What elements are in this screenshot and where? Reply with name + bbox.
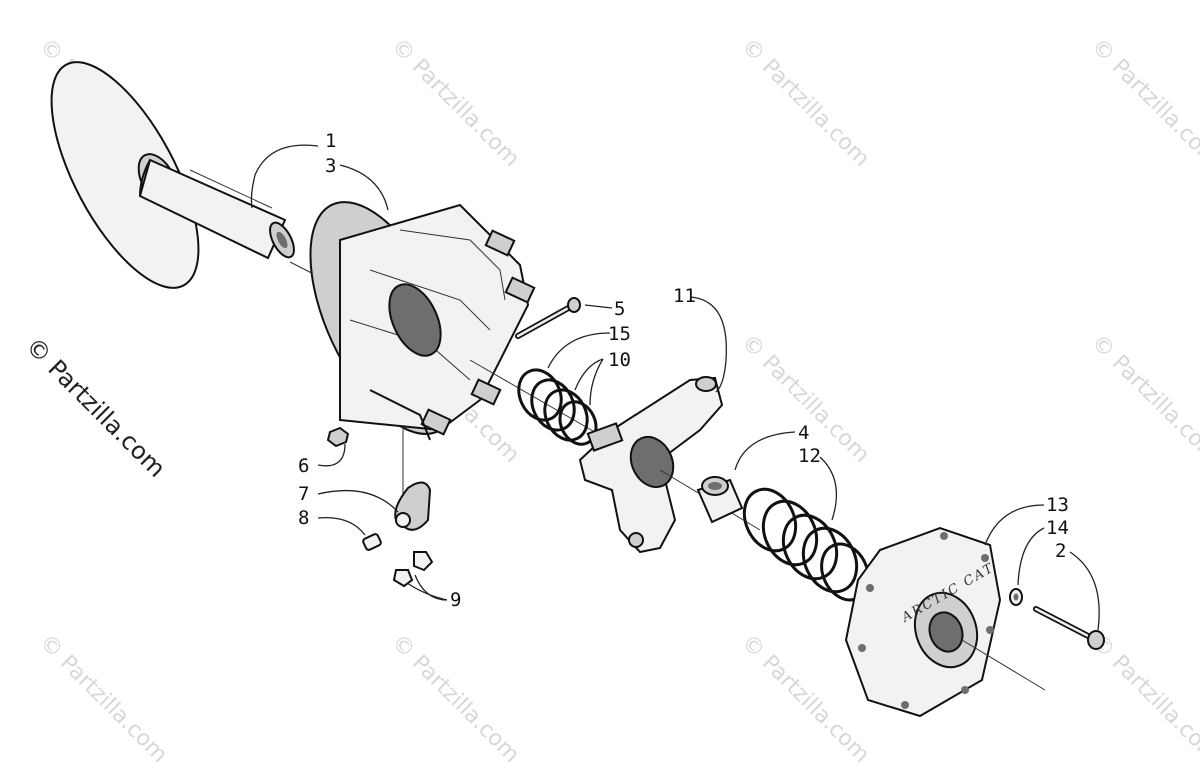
nut	[326, 426, 350, 448]
small-spring	[517, 368, 598, 446]
callout-1: 1	[325, 130, 336, 152]
callout-10: 10	[608, 349, 631, 371]
callout-8: 8	[298, 507, 309, 529]
callout-2: 2	[1055, 540, 1066, 562]
callout-6: 6	[298, 455, 309, 477]
roller-pin	[362, 533, 382, 551]
callout-15: 15	[608, 323, 631, 345]
callout-3: 3	[325, 155, 336, 177]
cap-bolt	[1033, 606, 1105, 650]
callout-7: 7	[298, 483, 309, 505]
fixed-sheave	[50, 61, 295, 289]
callout-5: 5	[614, 298, 625, 320]
spider-bracket	[578, 376, 724, 554]
callout-labels: 1 3 5 15 10 11 4 12 6 7 8 9 13 14 2	[298, 130, 1069, 611]
callout-9: 9	[450, 589, 461, 611]
movable-sheave	[309, 201, 536, 441]
cap-washer	[1009, 588, 1023, 606]
pin-bolt	[515, 297, 581, 339]
exploded-diagram: ARCTIC CAT	[50, 61, 1105, 718]
callout-14: 14	[1046, 517, 1069, 539]
callout-4: 4	[798, 422, 809, 444]
diagram-stage: © Partzilla.com © Partzilla.com © Partzi…	[20, 34, 1200, 768]
washer	[392, 551, 434, 588]
bushing	[696, 476, 744, 524]
cover-axis-line	[961, 639, 1046, 691]
callout-11: 11	[673, 285, 696, 307]
leader-lines	[250, 144, 1100, 631]
callout-13: 13	[1046, 494, 1069, 516]
callout-12: 12	[798, 445, 821, 467]
center-axis-line	[469, 359, 601, 436]
cover-plate: ARCTIC CAT	[844, 526, 1002, 718]
flyweight-arm	[394, 481, 432, 531]
